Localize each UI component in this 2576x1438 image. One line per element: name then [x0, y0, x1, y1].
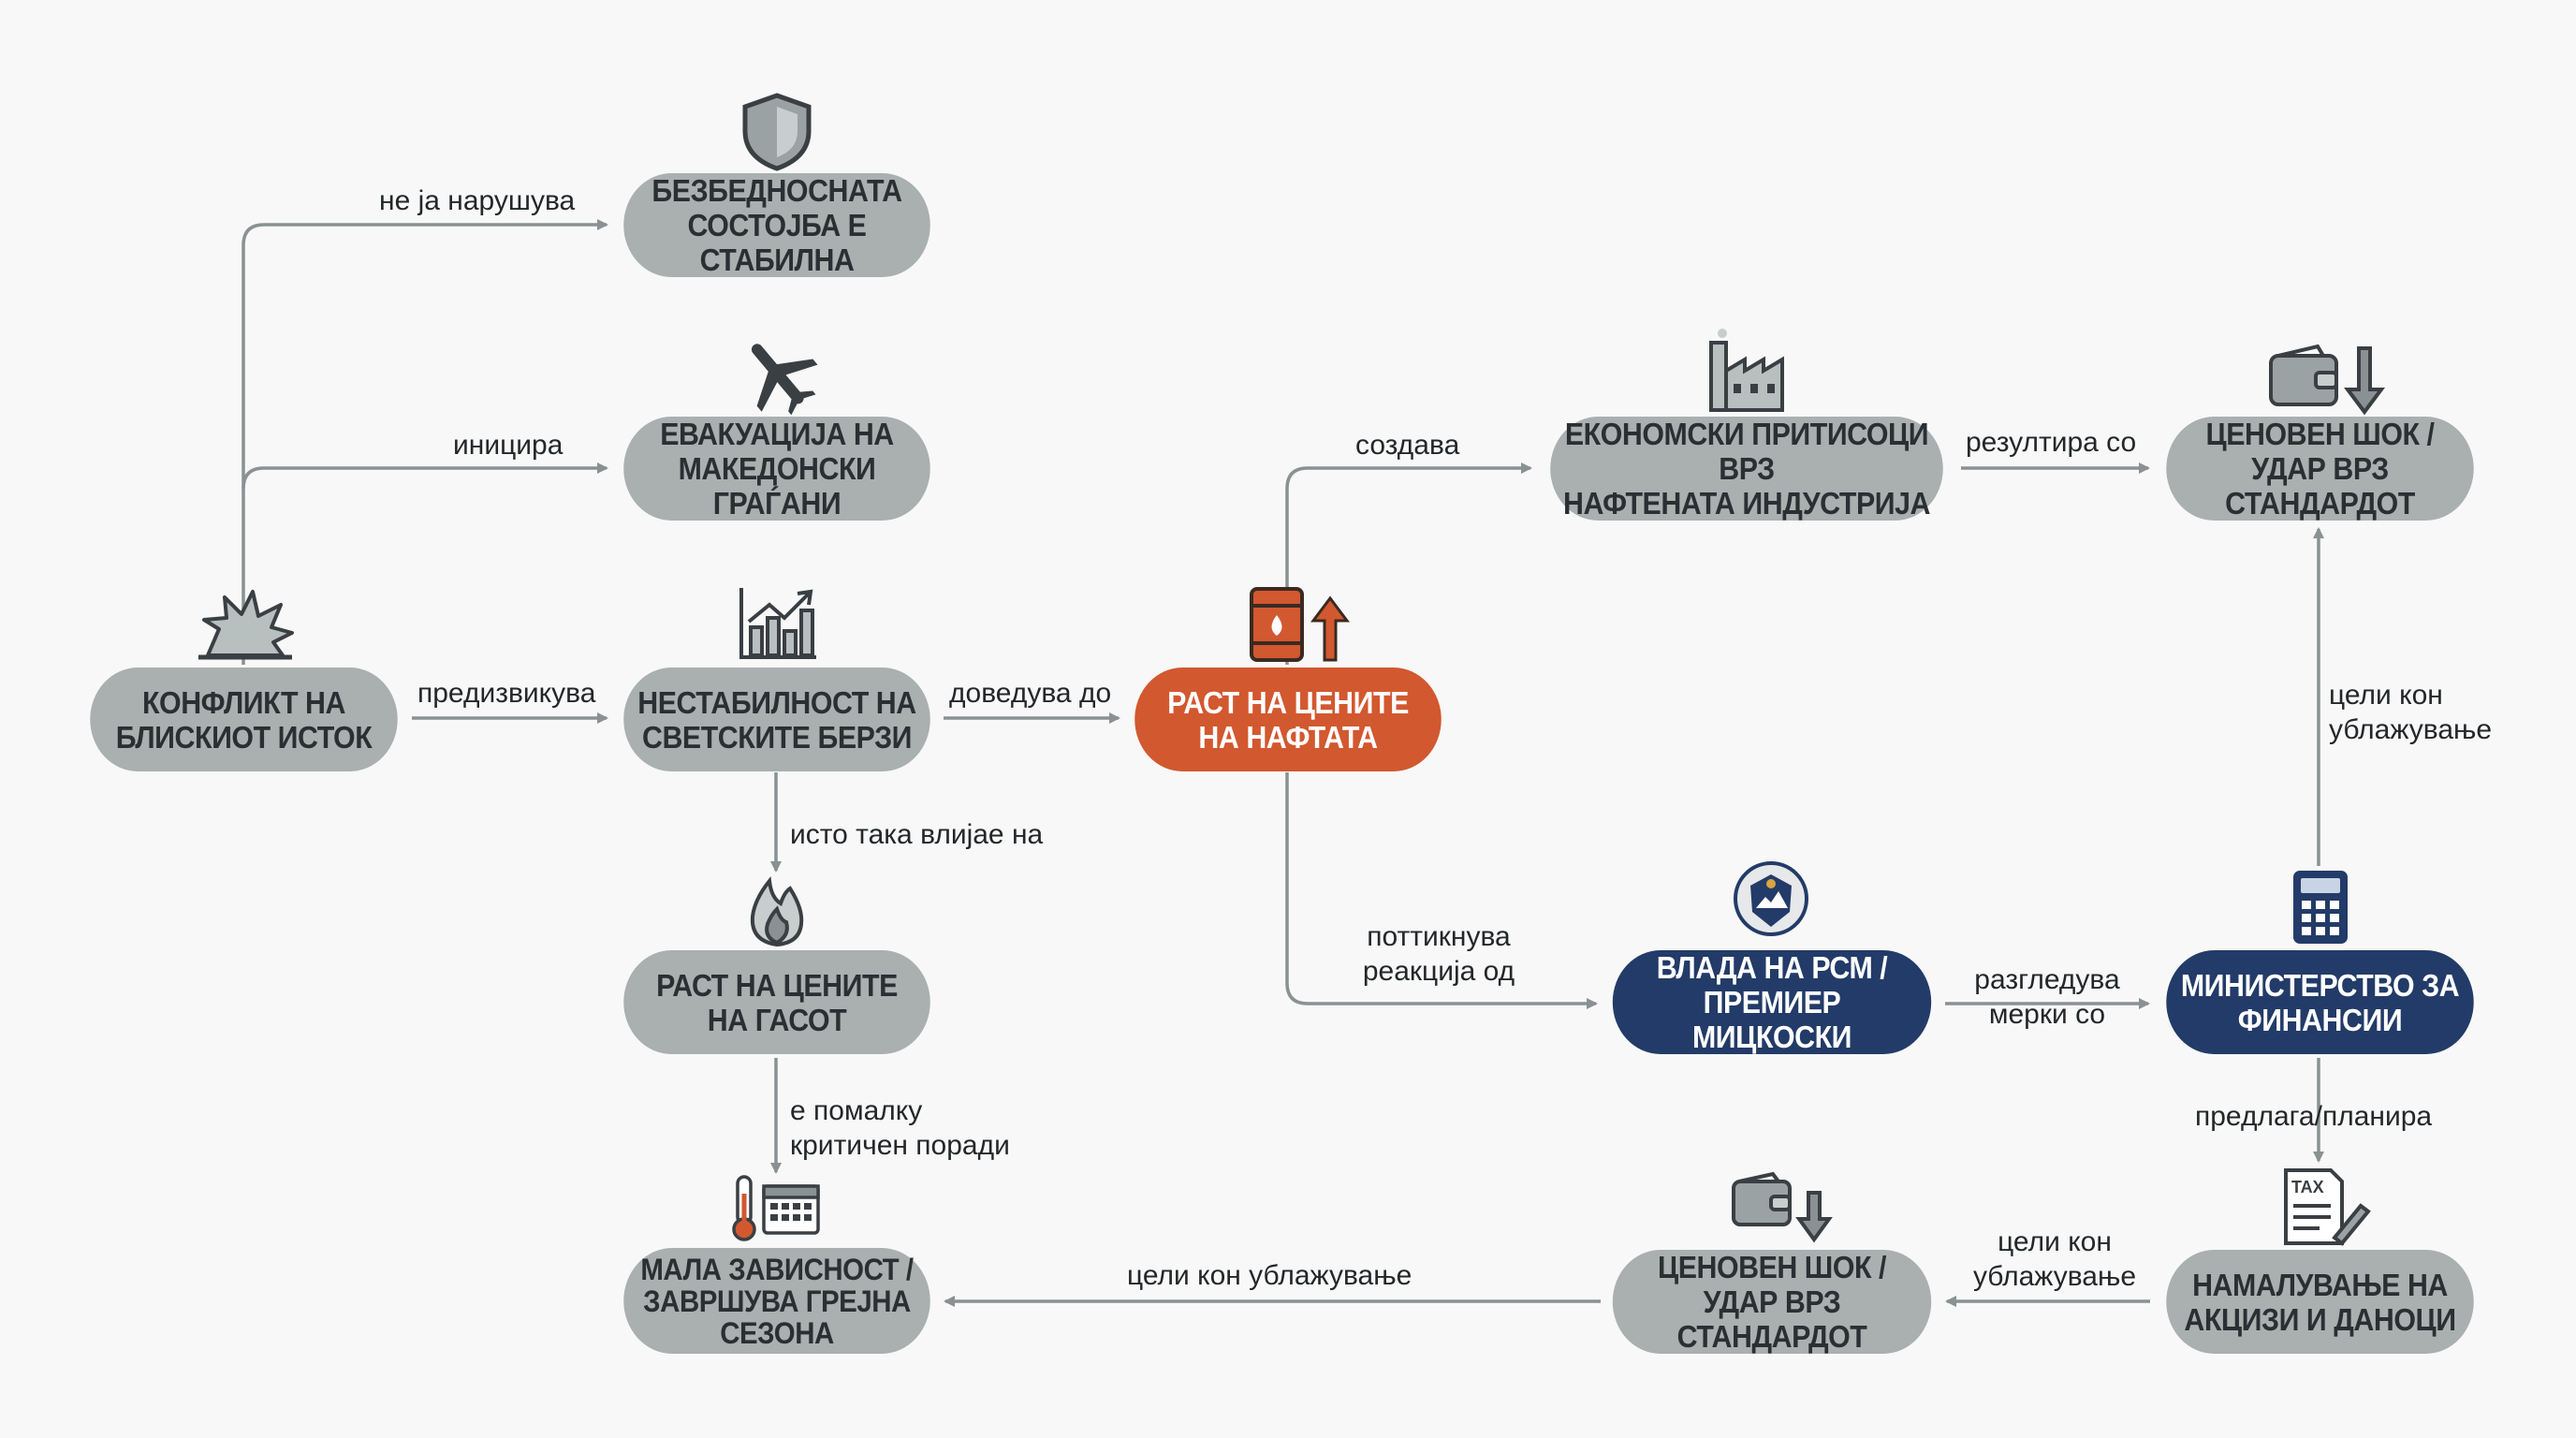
explosion-icon — [198, 590, 294, 660]
node-ministry: МИНИСТЕРСТВО ЗА ФИНАНСИИ — [2166, 950, 2474, 1054]
wallet-down-icon — [2269, 344, 2385, 416]
label-aims-soften-right: цели кон ублажување — [2329, 680, 2493, 745]
node-shock-top: ЦЕНОВЕН ШОК / УДАР ВРЗ СТАНДАРДОТ — [2166, 417, 2474, 521]
label-aims-soften-left: цели кон ублажување — [1127, 1260, 1412, 1291]
label-considers: разгледува мерки со — [1974, 964, 2120, 1030]
node-pressures: ЕКОНОМСКИ ПРИТИСОЦИ ВРЗ НАФТЕНАТА ИНДУСТ… — [1550, 417, 1943, 521]
svg-text:TAX: TAX — [2291, 1178, 2324, 1196]
label-creates: создава — [1355, 430, 1460, 461]
node-taxes: НАМАЛУВАЊЕ НА АКЦИЗИ И ДАНОЦИ — [2166, 1250, 2474, 1354]
oil-barrel-up-icon — [1250, 587, 1350, 662]
label-proposes: предлага/планира — [2195, 1101, 2433, 1132]
node-evacuation: ЕВАКУАЦИЈА НА МАКЕДОНСКИ ГРАЃАНИ — [623, 417, 930, 521]
node-shock-bottom: ЦЕНОВЕН ШОК / УДАР ВРЗ СТАНДАРДОТ — [1612, 1250, 1932, 1354]
node-oil: РАСТ НА ЦЕНИТЕ НА НАФТАТА — [1134, 668, 1442, 771]
label-results-in: резултира со — [1966, 427, 2137, 458]
edge-not-disrupt — [242, 219, 608, 665]
label-also-affects: исто така влијае на — [790, 819, 1044, 850]
node-heating: МАЛА ЗАВИСНОСТ / ЗАВРШУВА ГРЕЈНА СЕЗОНА — [623, 1248, 930, 1354]
shield-icon — [742, 93, 812, 171]
coat-of-arms-icon — [1734, 861, 1808, 936]
tax-document-icon: TAX — [2284, 1168, 2371, 1246]
edge-creates — [1285, 462, 1532, 665]
flame-icon — [750, 875, 804, 947]
label-leads-to: доведува до — [949, 678, 1112, 709]
factory-icon — [1709, 329, 1784, 412]
node-government: ВЛАДА НА РСМ / ПРЕМИЕР МИЦКОСКИ — [1612, 950, 1932, 1054]
label-initiates: иницира — [453, 430, 564, 461]
label-not-disrupt: не ја нарушува — [379, 185, 576, 216]
label-causes: предизвикува — [417, 678, 596, 709]
label-less-critical: е помалку критичен поради — [790, 1095, 1010, 1161]
node-markets: НЕСТАБИЛНОСТ НА СВЕТСКИТЕ БЕРЗИ — [623, 668, 930, 771]
chart-rising-icon — [739, 588, 816, 659]
node-conflict: КОНФЛИКТ НА БЛИСКИОТ ИСТОК — [90, 668, 398, 771]
edge-prompts — [1285, 772, 1598, 1009]
label-aims-soften-bottom: цели кон ублажување — [1972, 1226, 2137, 1292]
edge-initiates — [242, 462, 608, 490]
calculator-icon — [2293, 871, 2348, 944]
node-gas: РАСТ НА ЦЕНИТЕ НА ГАСОТ — [623, 950, 930, 1054]
wallet-down-icon — [1732, 1171, 1833, 1243]
label-prompts: поттикнува реакција од — [1362, 921, 1515, 987]
thermometer-calendar-icon — [732, 1175, 820, 1241]
node-security: БЕЗБЕДНОСНАТА СОСТОЈБА Е СТАБИЛНА — [623, 173, 930, 277]
airplane-icon — [751, 344, 818, 416]
